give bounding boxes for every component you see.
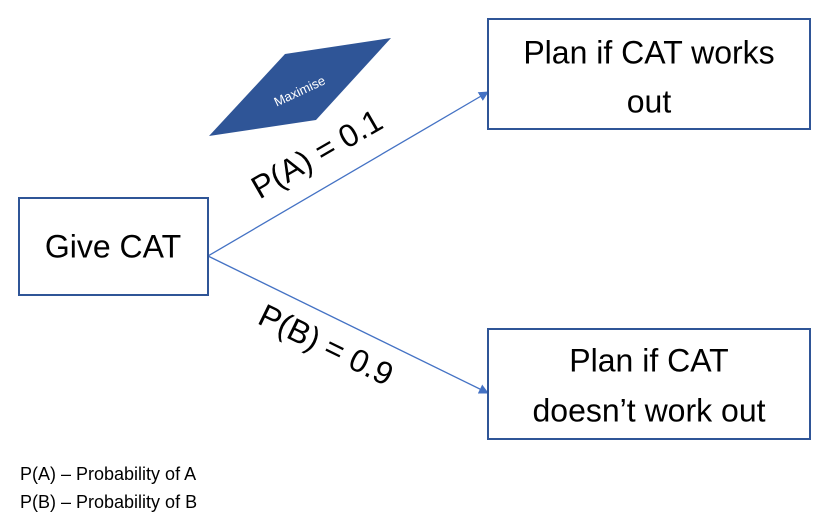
probability-legend: P(A) – Probability of A P(B) – Probabili… (20, 460, 197, 516)
legend-line-a: P(A) – Probability of A (20, 464, 197, 484)
maximise-tag: Maximise (209, 38, 391, 136)
edge-b-arrow (207, 255, 489, 394)
node-give-cat-box (18, 197, 209, 296)
legend-line-b: P(B) – Probability of B (20, 492, 198, 512)
node-plan-works-out: Plan if CAT works out (487, 18, 811, 130)
node-give-cat-label: Give CAT (45, 228, 181, 264)
node-plan-doesnt-work-out-label-line1: Plan if CAT (569, 342, 728, 378)
node-plan-works-out-label-line2: out (627, 83, 672, 119)
node-plan-works-out-box (487, 18, 811, 130)
node-plan-works-out-label-line1: Plan if CAT works (523, 34, 774, 70)
maximise-tag-shape (209, 38, 391, 136)
edge-a-arrow (207, 91, 489, 257)
node-plan-doesnt-work-out: Plan if CAT doesn’t work out (487, 328, 811, 440)
edge-b-probability-label: P(B) = 0.9 (253, 297, 399, 393)
node-give-cat: Give CAT (18, 197, 209, 296)
node-plan-doesnt-work-out-box (487, 328, 811, 440)
node-plan-doesnt-work-out-label-line2: doesn’t work out (532, 392, 765, 428)
